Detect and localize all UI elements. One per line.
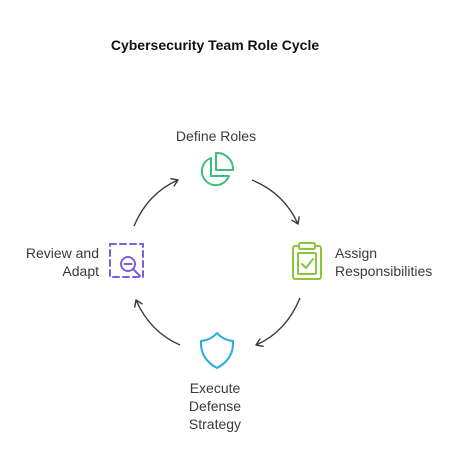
pie-chart-icon <box>200 151 235 187</box>
diagram-title: Cybersecurity Team Role Cycle <box>110 37 320 53</box>
magnifier-minus-icon <box>109 243 144 278</box>
arrow-assign-to-execute <box>255 297 301 347</box>
clipboard-check-icon <box>292 242 322 280</box>
arrow-review-to-define <box>133 178 179 227</box>
shield-icon <box>199 332 235 369</box>
arrow-execute-to-review <box>134 299 181 346</box>
stage-label-review-and-adapt: Review and Adapt <box>25 245 99 279</box>
stage-label-execute-defense-strategy: Execute Defense Strategy <box>188 380 242 432</box>
stage-label-define-roles: Define Roles <box>175 128 257 144</box>
arrow-define-to-assign <box>251 179 300 225</box>
stage-label-assign-responsibilities: Assign Responsibilities <box>335 245 433 279</box>
